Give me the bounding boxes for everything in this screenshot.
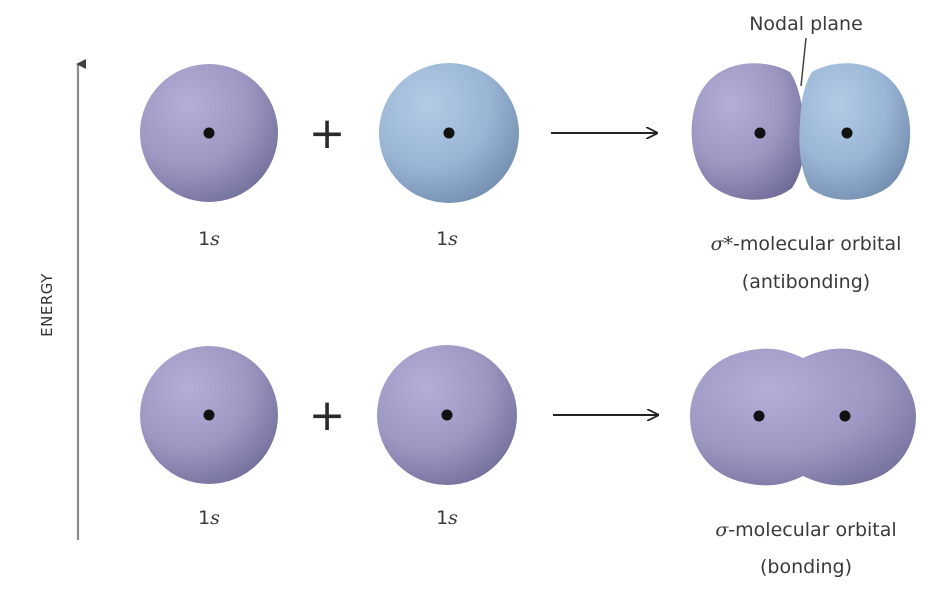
nucleus-dot [842,128,853,139]
label-1s-right-bottom: 1s [436,507,458,529]
bottom-row: + 1s 1s σ-molecular orbital (bonding) [140,345,916,578]
nucleus-dot [754,411,765,422]
nucleus-dot [442,410,453,421]
nucleus-dot [755,128,766,139]
label-1s-left-top: 1s [198,228,220,250]
bonding-orbital [690,349,916,486]
bonding-title: σ-molecular orbital [715,519,896,541]
top-row: + 1s 1s Nodal plane σ*-molecular orbital… [140,13,910,293]
energy-axis-label: ENERGY [38,273,56,337]
nucleus-dot [204,128,215,139]
antibonding-subtitle: (antibonding) [742,271,870,293]
antibonding-lobe-right [799,63,910,200]
antibonding-title: σ*-molecular orbital [711,233,902,255]
label-1s-left-bottom: 1s [198,507,220,529]
nucleus-dot [204,410,215,421]
bonding-subtitle: (bonding) [760,556,852,578]
plus-sign-top: + [309,108,346,159]
antibonding-lobe-left [692,63,805,200]
nodal-plane-label: Nodal plane [749,13,863,35]
nodal-plane-leader [801,38,806,86]
plus-sign-bottom: + [309,390,346,441]
nucleus-dot [444,128,455,139]
label-1s-right-top: 1s [436,228,458,250]
nucleus-dot [840,411,851,422]
